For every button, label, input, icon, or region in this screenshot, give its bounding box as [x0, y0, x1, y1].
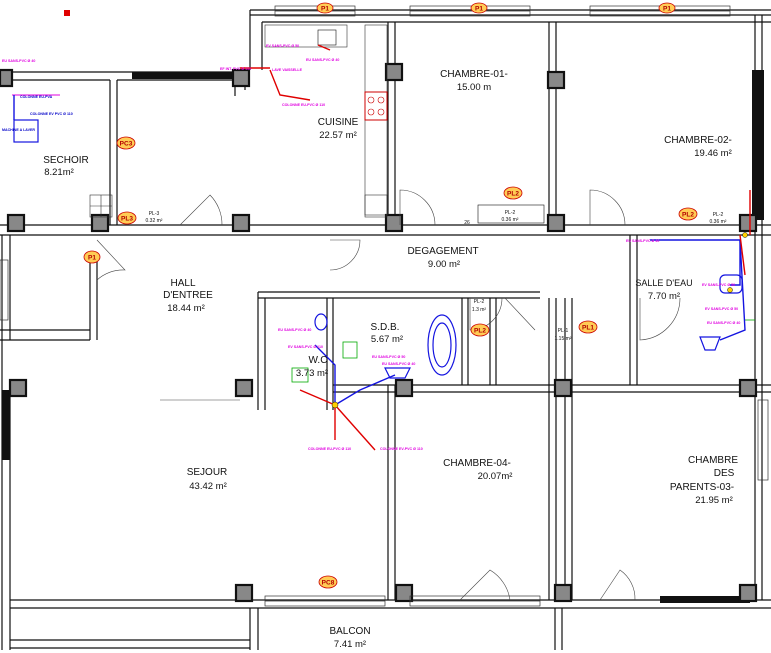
closet-area-pl3: 0.32 m²	[146, 218, 163, 224]
room-name-sejour: SEJOUR	[187, 467, 228, 478]
room-name-chambre-parents: CHAMBRE	[688, 455, 738, 466]
note-wc-mid: EV SANS-PVC Ø 110	[288, 345, 323, 349]
columns	[0, 62, 758, 603]
room-area-sejour: 43.42 m²	[189, 481, 227, 492]
room-area-wc: 3.73 m²	[296, 368, 328, 379]
room-area-salle-deau: 7.70 m²	[648, 291, 680, 302]
closet-label-pl2-sdb: PL-2	[474, 299, 485, 305]
room-area-hall: 18.44 m²	[167, 303, 205, 314]
room-area-chambre-parents: 21.95 m²	[695, 495, 733, 506]
note-kitchen-top-1: EV SANS-PVC Ø 50	[266, 44, 299, 48]
room-area-degagement: 9.00 m²	[428, 259, 460, 270]
kitchen-fixtures	[89, 24, 388, 218]
closet-labels: PL-2 0.36 m² PL-3 0.32 m² PL-2 0.36 m² P…	[146, 204, 727, 342]
room-name-chambre-parents-3: PARENTS-03-	[670, 482, 734, 493]
closet-label-pl2-right: PL-2	[713, 212, 724, 218]
closet-area-pl2-right: 0.36 m²	[710, 219, 727, 225]
room-name-chambre-04: CHAMBRE-04-	[443, 458, 511, 469]
tag-p1-top-2: P1	[475, 6, 483, 13]
room-name-chambre-01: CHAMBRE-01-	[440, 69, 508, 80]
plumbing-annotations: EV SANS-PVC Ø 50 EU SANS-PVC Ø 40 EF INT…	[2, 44, 740, 451]
closet-area-pl1-mid: 1.15 m²	[555, 336, 572, 342]
pipe-network	[12, 44, 751, 451]
corner-marker	[64, 10, 70, 16]
room-name-wc: W.C	[309, 355, 328, 366]
doors	[96, 189, 681, 601]
note-sdb-right: EU SANS-PVC Ø 40	[382, 362, 415, 366]
room-name-hall-2: D'ENTREE	[163, 290, 213, 301]
tag-pl2-sdb: PL2	[474, 328, 486, 335]
tag-pc8: PC8	[322, 580, 335, 587]
room-area-balcon: 7.41 m²	[334, 639, 366, 650]
room-area-chambre-04: 20.07m²	[478, 471, 513, 482]
closet-area-pl2: 0.36 m²	[502, 217, 519, 223]
room-name-sdb: S.D.B.	[371, 322, 400, 333]
note-kitchen-left: EF INT. PVC Ø 110	[220, 67, 251, 71]
room-name-chambre-parents-2: DES	[714, 468, 735, 479]
room-labels: CHAMBRE-01- 15.00 m CUISINE 22.57 m² CHA…	[43, 69, 738, 650]
room-area-chambre-02: 19.46 m²	[694, 148, 732, 159]
note-bottom-1: COLONNE EU-PVC Ø 110	[308, 447, 351, 451]
closet-label-pl1-mid: PL-1	[558, 328, 569, 334]
green-fixtures	[291, 319, 755, 383]
room-area-sdb: 5.67 m²	[371, 334, 403, 345]
element-tags: P1 P1 P1 PC3 PL3 PL2 PL2 P1 PL2 PL1 PC8	[83, 2, 698, 589]
thick-walls	[2, 70, 764, 603]
note-bottom-2: COLONNE EV-PVC Ø 110	[380, 447, 423, 451]
room-name-sechoir: SECHOIR	[43, 155, 89, 166]
room-name-cuisine: CUISINE	[318, 117, 359, 128]
tag-pc3: PC3	[120, 141, 133, 148]
tag-p1-hall: P1	[88, 255, 96, 262]
closet-area-pl2-sdb: 1.3 m²	[472, 307, 487, 313]
room-area-sechoir: 8.21m²	[44, 167, 74, 178]
room-area-chambre-01: 15.00 m	[457, 82, 491, 93]
note-kitchen-top-2: EU SANS-PVC Ø 40	[306, 58, 339, 62]
dimension-26: 26	[464, 220, 470, 226]
note-sde-2: EV SANS-PVC Ø 50	[702, 283, 735, 287]
closet-label-pl2: PL-2	[505, 210, 516, 216]
tag-pl3: PL3	[121, 216, 133, 223]
note-sde-3: EV SANS-PVC Ø 50	[705, 307, 738, 311]
room-name-balcon: BALCON	[329, 626, 370, 637]
room-area-cuisine: 22.57 m²	[319, 130, 357, 141]
note-sechoir-mid: MACHINE A LAVER	[2, 128, 35, 132]
tag-pl2-ch2: PL2	[682, 212, 694, 219]
note-sechoir-top: COLONNE EU-PVA	[20, 95, 53, 99]
note-left-top: EU SANS-PVC Ø 40	[2, 59, 35, 63]
windows	[0, 5, 769, 607]
note-sechoir-side: COLONNE EV PVC Ø 110	[30, 112, 73, 116]
pipe-junctions	[331, 232, 748, 409]
tag-p1-top-1: P1	[321, 6, 329, 13]
room-name-hall: HALL	[170, 278, 195, 289]
note-kitchen-mid: LAVE VAISSELLE	[272, 68, 303, 72]
note-sde-4: EU SANS-PVC Ø 40	[707, 321, 740, 325]
tag-pl1: PL1	[582, 325, 594, 332]
note-sdb-mid: EU SANS-PVC Ø 50	[372, 355, 405, 359]
tag-pl2-ch1: PL2	[507, 191, 519, 198]
room-name-salle-deau: SALLE D'EAU	[635, 278, 692, 288]
note-kitchen-bottom: COLONNE EU-PVC Ø 110	[282, 103, 325, 107]
note-wc-top: EU SANS-PVC Ø 40	[278, 328, 311, 332]
tag-p1-top-3: P1	[663, 6, 671, 13]
note-sde-1: EU SANS-PVC Ø 40	[626, 239, 659, 243]
room-name-degagement: DEGAGEMENT	[407, 246, 478, 257]
closet-label-pl3: PL-3	[149, 211, 160, 217]
room-name-chambre-02: CHAMBRE-02-	[664, 135, 732, 146]
